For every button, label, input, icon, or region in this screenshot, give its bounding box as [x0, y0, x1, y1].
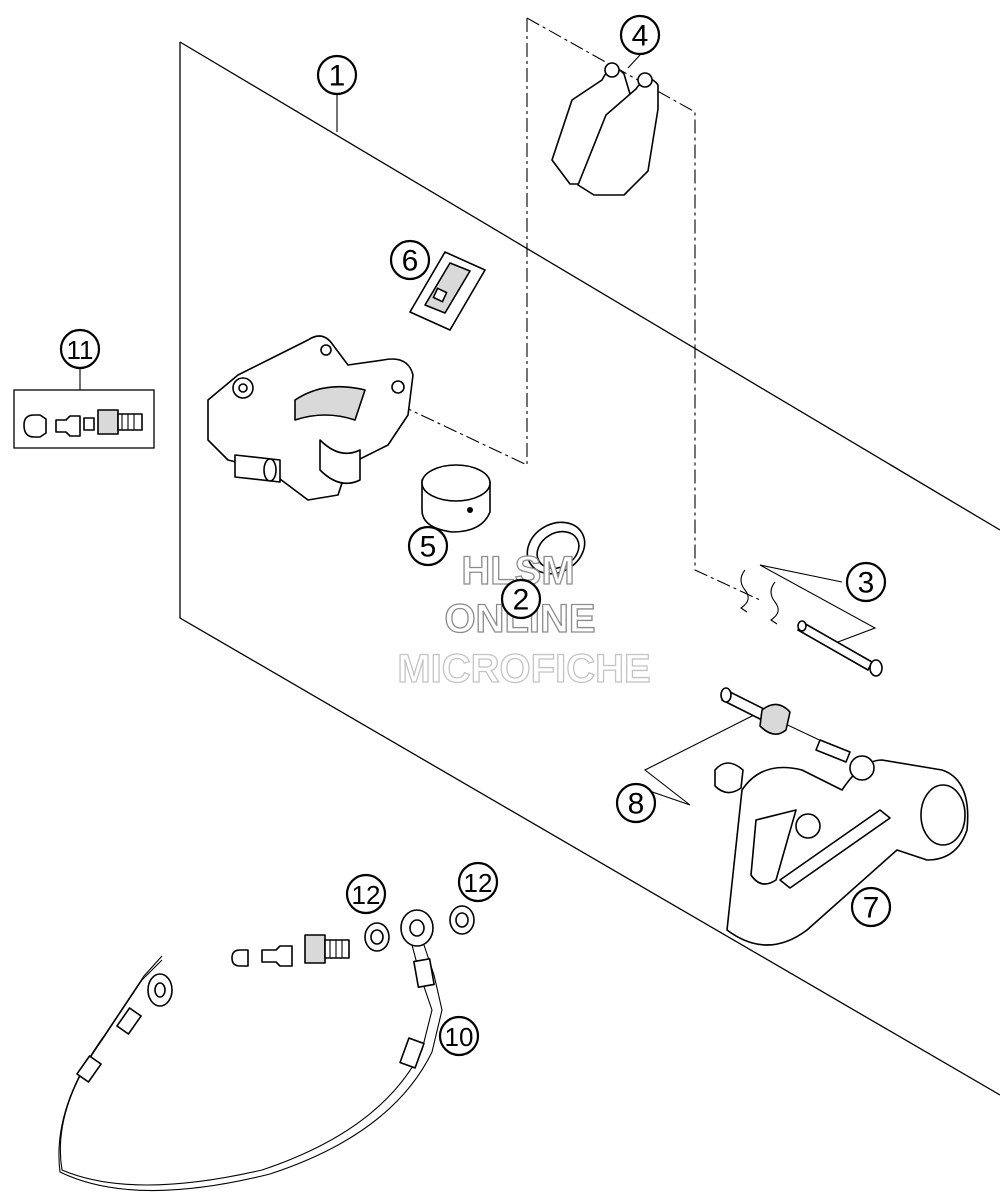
callout-12a: 12	[345, 873, 387, 915]
callout-1: 1	[316, 54, 358, 96]
caliper-piston	[421, 464, 491, 533]
callout-11-label: 11	[67, 335, 94, 365]
callout-4: 4	[619, 14, 661, 56]
caliper-bracket	[726, 755, 969, 946]
assembly-frame	[179, 41, 1000, 1096]
callout-7-label: 7	[863, 892, 880, 925]
brake-hose	[58, 909, 443, 1192]
callout-10-label: 10	[445, 1022, 474, 1052]
callout-5-label: 5	[420, 531, 437, 564]
banjo-bolt-set	[231, 905, 475, 967]
callout-12a-label: 12	[352, 880, 381, 910]
brake-caliper	[207, 335, 414, 501]
callout-10: 10	[438, 1015, 480, 1057]
callout-8-label: 8	[628, 788, 645, 821]
callout-12b-label: 12	[464, 868, 493, 898]
slide-pins	[714, 687, 851, 794]
callout-11: 11	[59, 328, 101, 370]
callout-8: 8	[615, 782, 657, 824]
callout-3: 3	[845, 561, 887, 603]
piston-seal-ring	[526, 521, 586, 575]
pad-spring	[409, 251, 486, 331]
callout-1-label: 1	[329, 60, 346, 93]
bleeder-kit-box	[13, 389, 155, 449]
callout-2: 2	[500, 578, 542, 620]
callout-12b: 12	[457, 861, 499, 903]
callout-7: 7	[850, 886, 892, 928]
watermark: HLSM ONLINE MICROFICHE	[397, 548, 652, 691]
callout-6-label: 6	[402, 245, 419, 278]
callout-4-label: 4	[632, 20, 649, 53]
pad-pin-and-clips	[740, 569, 883, 677]
watermark-line-3: MICROFICHE	[397, 647, 650, 691]
callout-2-label: 2	[513, 584, 530, 617]
callout-5: 5	[407, 525, 449, 567]
callout-6: 6	[389, 239, 431, 281]
callout-3-label: 3	[858, 567, 875, 600]
brake-pad-guide-lines	[384, 17, 761, 601]
brake-pads	[551, 62, 659, 196]
leader-lines	[79, 54, 877, 806]
